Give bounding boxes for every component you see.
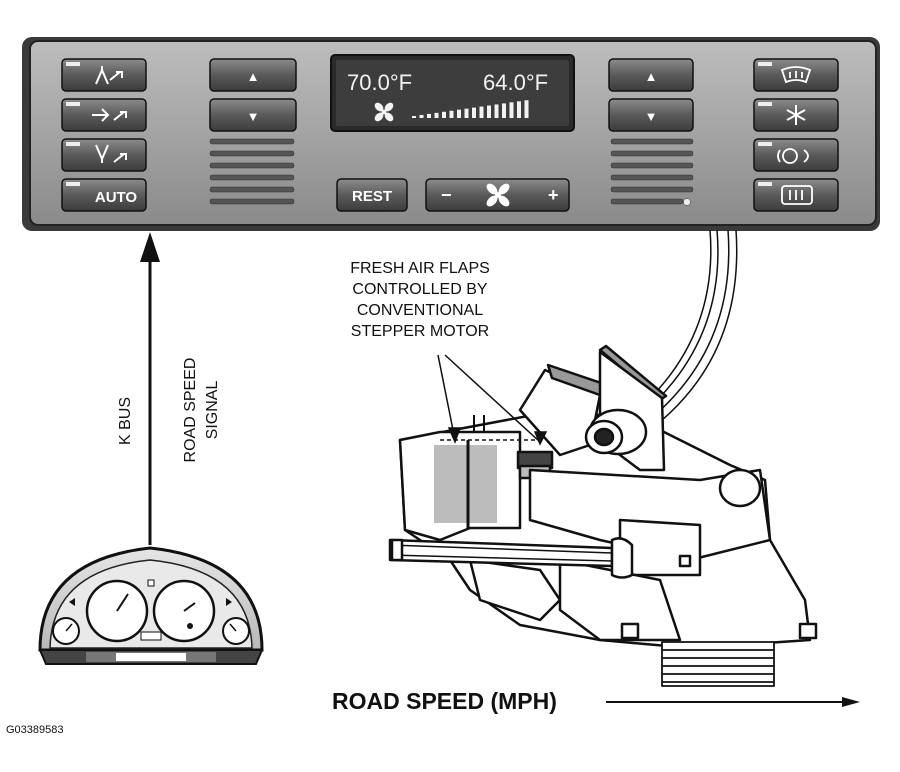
fresh-air-line-1: FRESH AIR FLAPS [350,260,490,277]
left-temp-up-button[interactable]: ▲ [209,58,297,92]
right-temp-up-button[interactable]: ▲ [608,58,694,92]
fan-icon [486,183,510,207]
fan-speed-bar [494,104,499,118]
corrugated-duct [661,641,775,687]
fresh-air-callout-lines [437,354,548,446]
fan-speed-bar [464,108,469,118]
rest-button[interactable]: REST [336,178,408,212]
fan-icon [374,102,394,122]
fresh-air-line-3: CONVENTIONAL [356,302,484,319]
left-temp-slots [209,138,295,205]
right-temp-slots [610,138,694,206]
hvac-housing [388,229,818,687]
fan-speed-rocker[interactable]: − + [425,178,570,212]
auto-button[interactable]: AUTO [61,178,147,212]
fan-speed-bar [502,103,506,118]
road-speed-line-1: ROAD SPEED [182,357,199,463]
fan-speed-bar [479,106,484,118]
road-speed-arrow [606,697,860,707]
fan-speed-bars [412,100,529,118]
fan-speed-bar [472,107,476,118]
vent-center-button[interactable] [61,98,147,132]
recirculation-icon [777,148,809,164]
fan-speed-bar [517,101,521,118]
vent-face-icon [92,108,127,122]
road-speed-line-2: SIGNAL [204,380,221,440]
k-bus-label: K BUS [117,397,134,446]
left-temp-down-button[interactable]: ▼ [209,98,297,132]
fan-speed-bar [442,111,446,118]
fan-speed-bar [487,105,491,118]
vent-down-icon [95,144,127,163]
figure-id: G03389583 [6,724,64,736]
up-arrow-icon: ▲ [247,69,260,84]
lcd-display: 70.0°F 64.0°F [330,54,575,132]
defrost-icon [780,66,812,84]
fan-speed-bar [427,113,431,118]
down-arrow-icon: ▼ [247,109,260,124]
k-bus-arrow [140,232,160,545]
down-arrow-icon: ▼ [645,109,658,124]
fan-speed-bar [524,100,529,118]
road-speed-signal-label: ROAD SPEED SIGNAL [180,340,224,480]
windshield-defrost-button[interactable] [753,58,839,92]
vent-up-icon [95,66,123,85]
auto-recirculation-button[interactable] [753,138,839,172]
road-speed-mph-label: ROAD SPEED (MPH) [332,688,557,714]
ac-snowflake-button[interactable] [753,98,839,132]
temp-left-readout: 70.0°F [347,70,412,95]
fresh-air-flaps-label: FRESH AIR FLAPS CONTROLLED BY CONVENTION… [330,258,510,342]
snowflake-icon [786,105,806,125]
recirc-upper-button[interactable] [61,58,147,92]
climate-control-panel: AUTO ▲ ▼ 70.0°F 64.0°F [22,37,880,231]
fan-speed-bar [457,109,461,118]
fresh-air-line-4: STEPPER MOTOR [350,323,490,340]
rear-defrost-button[interactable] [753,178,839,212]
rest-label: REST [352,188,392,205]
fan-speed-bar [449,110,454,118]
fresh-air-line-2: CONTROLLED BY [352,281,488,298]
fan-speed-bar [412,116,416,118]
rear-defrost-icon [781,185,813,205]
fan-speed-bar [434,112,439,118]
fan-speed-bar [419,114,424,118]
right-temp-down-button[interactable]: ▼ [608,98,694,132]
auto-label: AUTO [95,189,138,206]
up-arrow-icon: ▲ [645,69,658,84]
fan-minus-label[interactable]: − [441,185,452,205]
vent-floor-button[interactable] [61,138,147,172]
fan-plus-label[interactable]: + [548,185,559,205]
temp-right-readout: 64.0°F [483,70,548,95]
instrument-cluster [38,546,264,665]
fan-speed-bar [509,102,514,118]
